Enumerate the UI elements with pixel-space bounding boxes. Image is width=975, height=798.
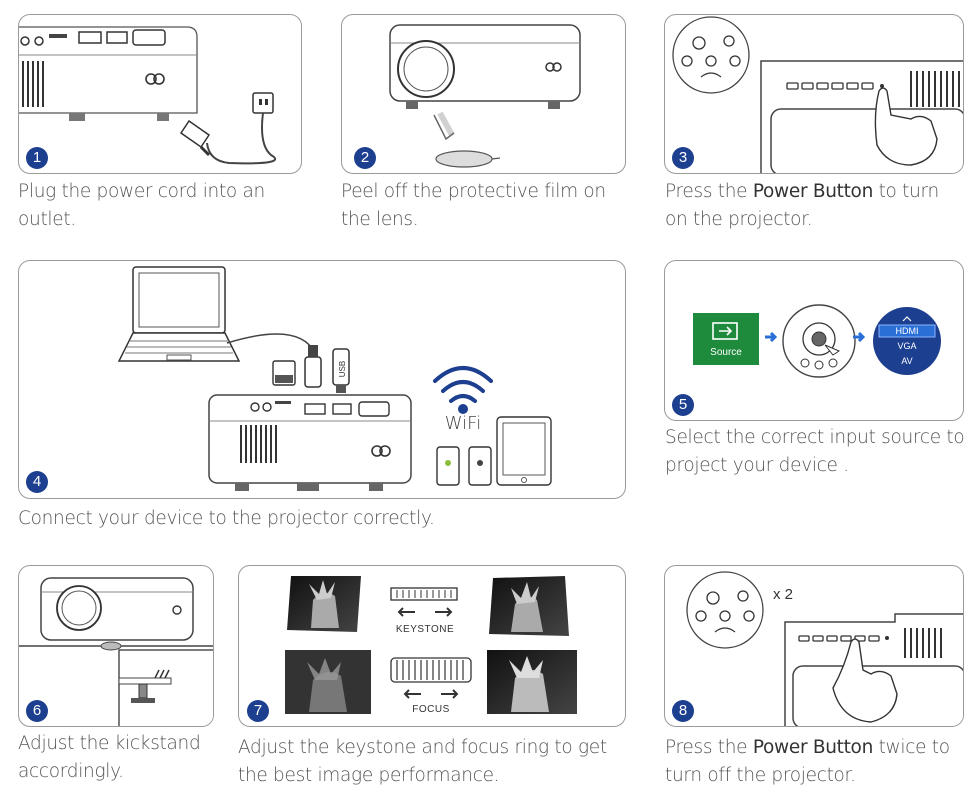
wifi-label: WiFi [444,413,482,434]
caption-text: Press the [665,737,753,758]
step-7-panel: KEYSTONE FOCUS 7 [238,565,626,727]
lens-film-icon [435,150,493,168]
keystone-slider-icon [390,587,458,617]
input-option-vga: VGA [897,341,917,351]
laptop-icon [117,266,241,362]
focus-label: FOCUS [412,704,450,715]
input-option-av: AV [901,356,913,366]
wall-outlet-icon [252,92,274,114]
device-connection-illustration: USB [117,266,552,491]
remote-icon [672,16,750,94]
step-badge: 4 [26,471,48,493]
kickstand-icon [138,683,148,699]
power-plug-icon [179,119,211,149]
input-source-illustration [693,304,941,378]
projector-rear [208,394,412,491]
hdmi-stick-icon [304,356,322,388]
input-option-hdmi: HDMI [895,326,919,336]
arrow-right-icon [853,331,866,343]
step-2-caption: Peel off the protective film on the lens… [341,181,606,230]
caption-text: twice to turn off the projector. [665,737,950,786]
statue-image-sharp [487,650,577,714]
step-5-caption: Select the correct input source to proje… [665,427,965,476]
keystone-focus-illustration [285,576,577,714]
step-badge: 2 [354,147,376,169]
step-6-caption: Adjust the kickstand accordingly. [18,733,201,782]
step-6-panel: 6 [18,565,214,727]
power-button-emphasis: Power Button [752,181,873,202]
keystone-label: KEYSTONE [395,624,455,635]
hand-press-icon [832,638,898,723]
power-button-emphasis: Power Button [752,737,873,758]
svg-text:USB: USB [338,361,347,377]
step-3-caption: Press the Power Button to turn on the pr… [665,178,965,234]
wifi-icon [433,366,493,403]
lens-film-illustration [389,24,581,168]
source-label: Source [710,347,742,358]
press-count-label: x 2 [773,586,794,603]
caption-text: to turn on the projector. [665,181,939,230]
step-7-caption: Adjust the keystone and focus ring to ge… [238,737,607,786]
step-1-panel: 1 [18,14,302,174]
step-badge: 3 [672,147,694,169]
step-4-caption: Connect your device to the projector cor… [18,508,435,529]
kickstand-illustration [19,577,213,726]
statue-image-skewed [489,576,569,636]
step-2-panel: 2 [341,14,626,174]
step-5-panel: Source HDMI VGA AV 5 [664,260,964,421]
power-off-illustration [686,571,963,726]
focus-ring-icon [390,657,472,699]
step-badge: 5 [672,394,694,416]
step-1-caption: Plug the power cord into an outlet. [18,181,265,230]
remote-icon [686,571,764,649]
arrow-right-icon [765,331,778,343]
power-plug-illustration [19,26,277,165]
statue-image-skewed [287,576,361,632]
step-3-panel: 3 [664,14,964,174]
statue-image-blurred [285,650,371,714]
hand-press-icon [874,87,938,166]
step-badge: 6 [26,700,48,722]
power-button-illustration [672,16,963,173]
step-8-caption: Press the Power Button twice to turn off… [665,734,965,790]
step-badge: 7 [247,700,269,722]
step-4-panel: USB [18,260,626,499]
caption-text: Press the [665,181,753,202]
step-8-panel: x 2 8 [664,565,964,727]
step-badge: 8 [672,700,694,722]
tablet-icon [496,416,552,486]
step-badge: 1 [26,147,48,169]
